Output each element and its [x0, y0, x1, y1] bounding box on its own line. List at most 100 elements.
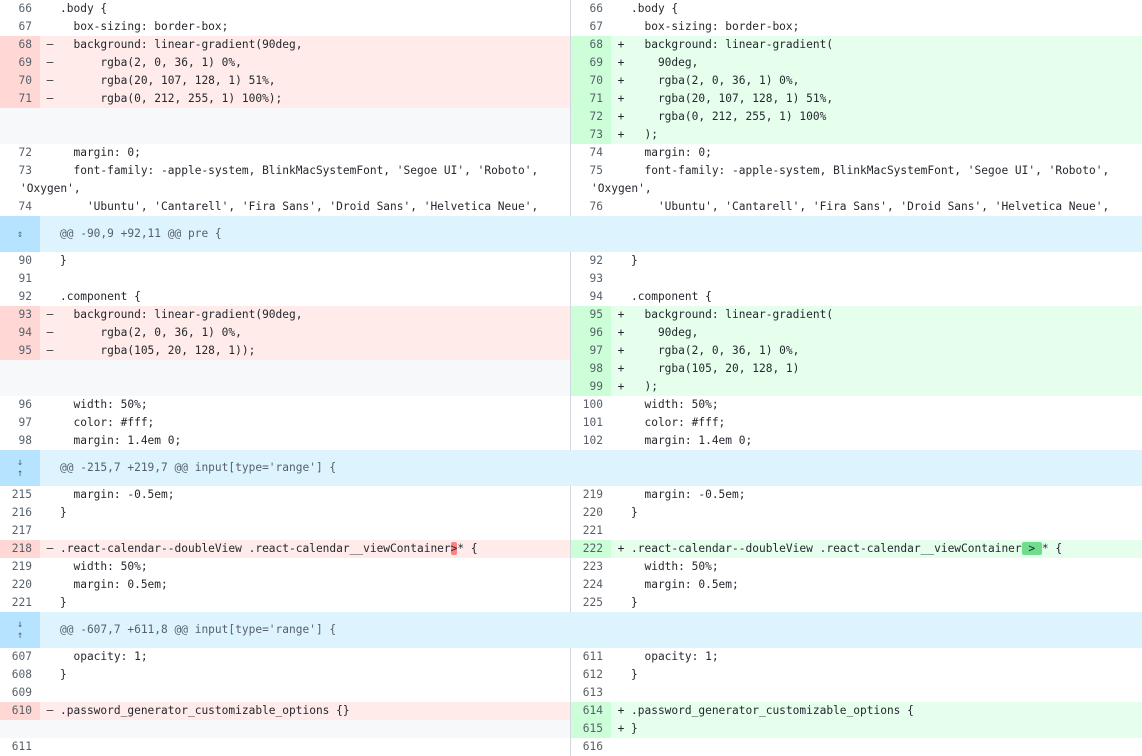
line-number-left[interactable]: 67	[18, 20, 32, 33]
left-side-line	[0, 108, 571, 126]
expand-lines-button[interactable]: ↓↑	[0, 450, 40, 486]
line-number-left[interactable]	[0, 360, 40, 378]
line-number-left[interactable]: 66	[18, 2, 32, 15]
line-number-left[interactable]: 217	[11, 524, 32, 537]
diff-row: 609 613	[0, 684, 1142, 702]
line-number-left[interactable]	[0, 126, 40, 144]
line-number-left[interactable]: 220	[11, 578, 32, 591]
line-number-right[interactable]: 70	[571, 72, 611, 90]
line-number-left[interactable]: 90	[18, 254, 32, 267]
line-number-left[interactable]: 215	[11, 488, 32, 501]
line-number-right[interactable]: 612	[582, 668, 603, 681]
line-number-left[interactable]: 221	[11, 596, 32, 609]
line-number-left[interactable]: 97	[18, 416, 32, 429]
left-side-line: 74 'Ubuntu', 'Cantarell', 'Fira Sans', '…	[0, 198, 571, 216]
line-number-left[interactable]: 69	[0, 54, 40, 72]
line-number-right[interactable]: 614	[571, 702, 611, 720]
line-number-left[interactable]: 609	[11, 686, 32, 699]
line-number-right[interactable]: 613	[582, 686, 603, 699]
code-text	[60, 738, 570, 756]
expand-lines-button[interactable]: ⇕	[0, 216, 40, 252]
right-side-line: 75 font-family: -apple-system, BlinkMacS…	[571, 162, 1142, 180]
line-number-left[interactable]	[0, 378, 40, 396]
line-number-right[interactable]: 68	[571, 36, 611, 54]
line-number-right[interactable]: 74	[589, 146, 603, 159]
diff-row: 73 font-family: -apple-system, BlinkMacS…	[0, 162, 1142, 180]
line-number-left[interactable]: 218	[0, 540, 40, 558]
line-number-right[interactable]: 223	[582, 560, 603, 573]
line-number-right[interactable]: 66	[589, 2, 603, 15]
code-text: width: 50%;	[631, 398, 719, 411]
line-number-left[interactable]: 68	[0, 36, 40, 54]
line-number-right[interactable]: 96	[571, 324, 611, 342]
line-number-left[interactable]: 98	[18, 434, 32, 447]
right-side-line: 73+ );	[571, 126, 1142, 144]
line-number-right[interactable]: 616	[582, 740, 603, 753]
diff-row: 611 616	[0, 738, 1142, 756]
left-side-line: 215 margin: -0.5em;	[0, 486, 571, 504]
diff-row: 93– background: linear-gradient(90deg,95…	[0, 306, 1142, 324]
line-number-left[interactable]: 70	[0, 72, 40, 90]
line-number-right[interactable]: 67	[589, 20, 603, 33]
line-number-right[interactable]: 220	[582, 506, 603, 519]
line-number-left[interactable]	[0, 720, 40, 738]
line-number-left[interactable]: 607	[11, 650, 32, 663]
line-number-left[interactable]: 73	[18, 164, 32, 177]
right-side-line: 612}	[571, 666, 1142, 684]
diff-row: 215 margin: -0.5em;219 margin: -0.5em;	[0, 486, 1142, 504]
line-number-right[interactable]: 102	[582, 434, 603, 447]
diff-marker	[40, 360, 60, 378]
code-text: }	[60, 596, 67, 609]
line-number-left[interactable]: 94	[0, 324, 40, 342]
line-number-right[interactable]: 97	[571, 342, 611, 360]
line-number-left[interactable]: 95	[0, 342, 40, 360]
line-number-right[interactable]: 72	[571, 108, 611, 126]
diff-row: 610–.password_generator_customizable_opt…	[0, 702, 1142, 720]
line-number-right[interactable]: 99	[571, 378, 611, 396]
line-number-left[interactable]: 74	[18, 200, 32, 213]
line-number-right[interactable]: 611	[582, 650, 603, 663]
diff-marker	[611, 414, 631, 432]
line-number-left[interactable]: 91	[18, 272, 32, 285]
line-number-right[interactable]: 98	[571, 360, 611, 378]
line-number-right[interactable]: 615	[571, 720, 611, 738]
line-number-left[interactable]: 93	[0, 306, 40, 324]
line-number-right[interactable]: 93	[589, 272, 603, 285]
line-number-right[interactable]: 225	[582, 596, 603, 609]
left-side-line: 70– rgba(20, 107, 128, 1) 51%,	[0, 72, 571, 90]
line-number-right[interactable]: 224	[582, 578, 603, 591]
line-number-left[interactable]: 96	[18, 398, 32, 411]
line-number-right[interactable]: 94	[589, 290, 603, 303]
line-number-right[interactable]: 221	[582, 524, 603, 537]
line-number-right[interactable]: 76	[589, 200, 603, 213]
left-side-line	[0, 126, 571, 144]
line-number-right[interactable]: 222	[571, 540, 611, 558]
line-number-left[interactable]: 92	[18, 290, 32, 303]
line-number-left[interactable]: 72	[18, 146, 32, 159]
code-text: background: linear-gradient(	[631, 38, 834, 51]
line-number-right[interactable]: 92	[589, 254, 603, 267]
line-number-right[interactable]: 75	[589, 164, 603, 177]
code-text: }	[631, 254, 638, 267]
line-number-right[interactable]: 95	[571, 306, 611, 324]
line-number-left[interactable]: 71	[0, 90, 40, 108]
line-number-right[interactable]: 71	[571, 90, 611, 108]
right-side-line: 616	[571, 738, 1142, 756]
left-side-line: 96 width: 50%;	[0, 396, 571, 414]
code-text: rgba(0, 212, 255, 1) 100%	[631, 110, 827, 123]
expand-lines-button[interactable]: ↓↑	[0, 612, 40, 648]
line-number-left[interactable]: 610	[0, 702, 40, 720]
line-number-left[interactable]: 216	[11, 506, 32, 519]
line-number-right[interactable]: 69	[571, 54, 611, 72]
line-number-right[interactable]: 219	[582, 488, 603, 501]
line-number-left[interactable]: 611	[11, 740, 32, 753]
line-number-left[interactable]	[0, 108, 40, 126]
diff-marker	[611, 594, 631, 612]
line-number-left[interactable]: 219	[11, 560, 32, 573]
right-side-line: 98+ rgba(105, 20, 128, 1)	[571, 360, 1142, 378]
line-number-right[interactable]: 73	[571, 126, 611, 144]
line-number-left[interactable]: 608	[11, 668, 32, 681]
line-number-right[interactable]: 101	[582, 416, 603, 429]
right-side-line: 67 box-sizing: border-box;	[571, 18, 1142, 36]
line-number-right[interactable]: 100	[582, 398, 603, 411]
